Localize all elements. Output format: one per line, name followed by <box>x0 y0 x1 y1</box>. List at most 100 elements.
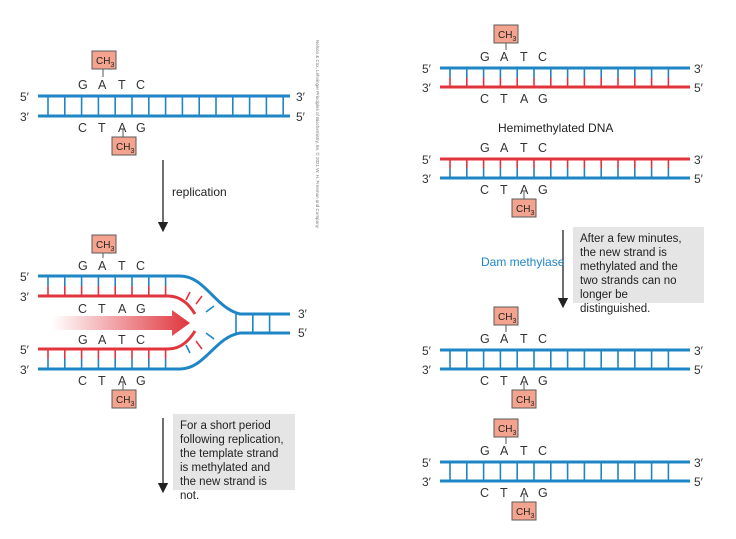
replication-fork: 5′ 3′ 5′ 3′ 3′ 5′ G A T C C T A G G A T … <box>20 234 308 409</box>
base-letter: A <box>118 302 127 316</box>
hemimethylated-duplex-1: 5′ 3′ 3′ 5′ G A T C C T A G CH3 <box>422 24 704 106</box>
base-letter: C <box>78 121 88 135</box>
base-letter: A <box>520 183 529 197</box>
base-letter: T <box>118 333 126 347</box>
base-letter: A <box>98 78 107 92</box>
end-label: 3′ <box>422 81 432 95</box>
base-letter: C <box>538 141 548 155</box>
end-label: 5′ <box>20 270 30 284</box>
svg-text:CH3: CH3 <box>96 56 114 69</box>
new-strand <box>38 330 197 351</box>
end-label: 5′ <box>20 343 30 357</box>
base-letter: A <box>118 374 127 388</box>
methyl-group: CH3 <box>511 389 537 409</box>
base-letter: A <box>118 121 127 135</box>
parental-bottom-strand <box>38 331 290 371</box>
methylated-duplex-2: 5′ 3′ 3′ 5′ G A T C C T A G CH3 CH3 <box>422 418 704 521</box>
end-label: 5′ <box>694 81 704 95</box>
base-letter: T <box>118 78 126 92</box>
end-label: 5′ <box>694 475 704 489</box>
base-letter: T <box>500 183 508 197</box>
methyl-group: CH3 <box>111 389 137 409</box>
svg-text:CH3: CH3 <box>116 395 134 408</box>
end-label: 3′ <box>298 307 308 321</box>
svg-text:CH3: CH3 <box>498 30 516 43</box>
base-letter: T <box>500 92 508 106</box>
end-label: 3′ <box>422 172 432 186</box>
end-label: 3′ <box>20 110 30 124</box>
end-label: 5′ <box>422 62 432 76</box>
replication-label: replication <box>172 185 227 199</box>
end-label: 5′ <box>422 153 432 167</box>
base-letter: G <box>480 444 490 458</box>
end-label: 5′ <box>20 90 30 104</box>
methyl-group: CH3 <box>511 198 537 218</box>
methyl-group: CH3 <box>511 501 537 521</box>
hemimethylated-label: Hemimethylated DNA <box>498 121 613 135</box>
base-letter: A <box>500 50 509 64</box>
base-letter: G <box>538 374 548 388</box>
unpaired-base <box>195 340 203 350</box>
svg-text:CH3: CH3 <box>96 240 114 253</box>
svg-text:CH3: CH3 <box>498 424 516 437</box>
bottom-bases: C T A G <box>78 121 146 135</box>
svg-text:CH3: CH3 <box>516 204 534 217</box>
base-letter: T <box>98 121 106 135</box>
top-bases: G A T C <box>78 78 146 92</box>
base-letter: T <box>500 374 508 388</box>
unpaired-base <box>195 295 203 305</box>
svg-text:CH3: CH3 <box>498 312 516 325</box>
end-label: 3′ <box>694 344 704 358</box>
methyl-group: CH3 <box>91 50 117 70</box>
base-letter: A <box>500 332 509 346</box>
base-letter: C <box>136 259 146 273</box>
base-letter: A <box>500 444 509 458</box>
bottom-bases: C T A G <box>78 374 146 388</box>
unpaired-base <box>185 344 191 354</box>
svg-text:CH3: CH3 <box>116 142 134 155</box>
base-letter: C <box>538 50 548 64</box>
base-letter: A <box>500 141 509 155</box>
base-letter: G <box>480 50 490 64</box>
base-letter: G <box>136 302 146 316</box>
methyl-group: CH3 <box>493 418 519 438</box>
base-letter: T <box>98 374 106 388</box>
end-label: 3′ <box>694 456 704 470</box>
hemimethylated-duplex-2: 5′ 3′ 3′ 5′ G A T C C T A G CH3 <box>422 141 704 218</box>
base-letter: G <box>78 333 88 347</box>
base-letter: G <box>538 486 548 500</box>
base-letter: C <box>136 78 146 92</box>
base-letter: T <box>520 141 528 155</box>
unpaired-base <box>185 291 191 301</box>
methylated-duplex-1: 5′ 3′ 3′ 5′ G A T C C T A G CH3 CH3 <box>422 306 704 409</box>
base-letter: G <box>480 141 490 155</box>
polymerase-direction-arrow <box>52 310 190 336</box>
end-label: 5′ <box>422 344 432 358</box>
base-letter: G <box>78 259 88 273</box>
base-letter: A <box>98 259 107 273</box>
base-letter: C <box>480 486 490 500</box>
end-label: 5′ <box>422 456 432 470</box>
copyright-credit: Nelson & Cox, Lehninger Principles of Bi… <box>315 40 320 228</box>
unpaired-base <box>205 305 215 313</box>
methyl-group: CH3 <box>493 24 519 44</box>
base-letter: G <box>136 121 146 135</box>
base-letter: C <box>78 302 88 316</box>
end-label: 3′ <box>422 363 432 377</box>
base-letter: T <box>500 486 508 500</box>
top-bases: G A T C <box>78 333 145 347</box>
parental-dna: 5′ 3′ 3′ 5′ G A T C C T A G CH3 CH3 <box>20 50 306 156</box>
end-label: 3′ <box>422 475 432 489</box>
base-letter: C <box>480 183 490 197</box>
base-letter: G <box>136 374 146 388</box>
note-box-left: For a short period following replication… <box>173 414 295 502</box>
base-letter: A <box>98 333 107 347</box>
end-label: 5′ <box>296 110 306 124</box>
base-letter: T <box>520 332 528 346</box>
base-letter: A <box>520 92 529 106</box>
methyl-group: CH3 <box>111 136 137 156</box>
base-letter: T <box>520 444 528 458</box>
top-bases: G A T C <box>78 259 146 273</box>
